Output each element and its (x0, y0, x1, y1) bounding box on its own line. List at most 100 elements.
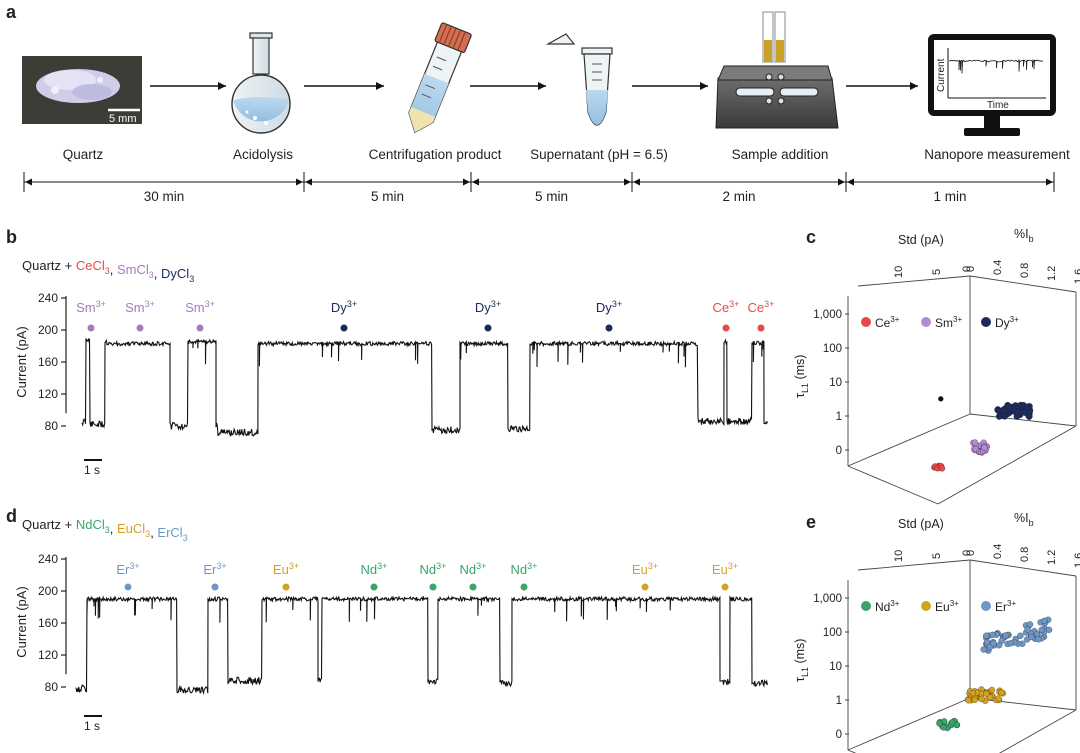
panel-b-label: b (6, 227, 17, 247)
ib-tick-2: 0.8 (1019, 547, 1031, 562)
step-label-0: Quartz (63, 147, 104, 162)
std-tick-1: 5 (931, 269, 943, 275)
ion-marker-2 (196, 324, 204, 332)
monitor-icon: Current Time (928, 34, 1056, 136)
legend-marker-1 (921, 601, 931, 611)
title-part-4: , (154, 266, 161, 281)
panel-b-trace-chart: Quartz + CeCl3, SmCl3, DyCl3240200160120… (14, 258, 774, 477)
legend-symbol-0: Nd (875, 600, 890, 614)
cluster-0-point (1007, 640, 1014, 647)
y-tick-label-2: 160 (38, 616, 58, 630)
monitor-ylabel: Current (936, 58, 947, 92)
tau-tick-0: 1,000 (813, 309, 842, 321)
ion-label-5-charge: 3+ (612, 299, 622, 309)
monitor-xlabel: Time (987, 100, 1009, 111)
cluster-0-point (1035, 636, 1042, 643)
ion-label-2-symbol: Sm (185, 300, 205, 315)
panel-e-label: e (806, 512, 816, 532)
ion-label-6: Nd3+ (511, 561, 538, 577)
box-edge-0 (857, 275, 971, 287)
timeline-left-head-0 (25, 178, 32, 186)
cluster-1-point (995, 695, 1002, 702)
title-part-0: Quartz + (22, 258, 76, 273)
legend-charge-2: 3+ (1010, 315, 1019, 324)
ion-label-2-charge: 3+ (205, 299, 215, 309)
tau-tick-2: 10 (829, 661, 842, 673)
tau-tick-4: 0 (836, 445, 842, 457)
trace-title: Quartz + CeCl3, SmCl3, DyCl3 (22, 258, 194, 284)
ion-label-1: Er3+ (203, 561, 226, 577)
cluster-1-point (981, 444, 988, 451)
cluster-1-point (998, 689, 1005, 696)
cluster-1-point (971, 439, 979, 446)
ion-label-4-symbol: Nd (420, 562, 437, 577)
timeline-right-head-2 (624, 178, 631, 186)
ion-label-3-symbol: Nd (361, 562, 378, 577)
cluster-0-point (994, 406, 1002, 414)
ion-label-6: Ce3+ (713, 299, 740, 315)
y-tick-label-1: 200 (38, 323, 58, 337)
ion-label-1-symbol: Sm (125, 300, 145, 315)
ion-label-7-symbol: Eu (632, 562, 648, 577)
cluster-2-point (949, 719, 956, 726)
legend-symbol-0: Ce (875, 316, 891, 330)
photo-scale-label: 5 mm (109, 113, 137, 125)
ib-tick-3: 1.2 (1046, 550, 1058, 565)
box-edge-6 (847, 465, 939, 505)
panel-c-label: c (806, 227, 816, 247)
arrow-head-0 (218, 82, 226, 90)
eppendorf-tube-icon (545, 33, 613, 126)
ion-label-5: Nd3+ (460, 561, 487, 577)
trace-title: Quartz + NdCl3, EuCl3, ErCl3 (22, 517, 188, 543)
timeline-left-head-3 (633, 178, 640, 186)
ion-label-8: Eu3+ (712, 561, 738, 577)
y-tick-label-0: 240 (38, 291, 58, 305)
current-trace (75, 595, 768, 696)
title-part-5: ErCl (157, 525, 182, 540)
nanopore-chip-icon (715, 11, 839, 129)
step-label-4: Sample addition (732, 147, 829, 162)
cluster-0-point (1015, 409, 1023, 416)
cluster-0-point (1021, 408, 1029, 416)
ion-label-6-symbol: Ce (713, 300, 730, 315)
y-tick-label-0: 240 (38, 552, 58, 566)
ion-label-4-charge: 3+ (436, 561, 446, 571)
title-sub-1: 3 (105, 266, 110, 276)
legend-symbol-2: Er (995, 600, 1007, 614)
std-axis-title: Std (pA) (898, 233, 944, 247)
y-tick-label-4: 80 (45, 680, 59, 694)
ion-label-1-charge: 3+ (145, 299, 155, 309)
monitor-trace (949, 58, 1044, 74)
ion-marker-1 (136, 324, 144, 332)
ion-label-4: Dy3+ (475, 299, 501, 315)
ion-label-2: Sm3+ (185, 299, 215, 315)
cluster-2-point (938, 465, 946, 472)
cluster-2-point (936, 720, 943, 727)
title-part-2: , (110, 262, 117, 277)
cluster-0-point (1038, 626, 1045, 634)
ion-label-4: Nd3+ (420, 561, 447, 577)
std-axis-title: Std (pA) (898, 517, 944, 531)
box-edge-7 (999, 709, 1077, 753)
legend-label-1: Sm3+ (935, 315, 962, 330)
cluster-0-point (983, 638, 991, 646)
tau-tick-4: 0 (836, 729, 842, 741)
legend-symbol-1: Sm (935, 316, 953, 330)
duration-label-4: 1 min (933, 189, 966, 204)
arrow-head-2 (538, 82, 546, 90)
ion-marker-7 (641, 583, 649, 591)
tau-tick-2: 10 (829, 377, 842, 389)
cluster-3-point (938, 396, 944, 402)
std-tick-0: 0 (961, 550, 973, 556)
ion-marker-0 (87, 324, 95, 332)
ion-label-0: Er3+ (116, 561, 139, 577)
step-label-1: Acidolysis (233, 147, 293, 162)
legend-marker-0 (861, 601, 871, 611)
ion-label-3-charge: 3+ (347, 299, 357, 309)
duration-label-2: 5 min (535, 189, 568, 204)
panel-a-label: a (6, 2, 17, 22)
legend-label-2: Er3+ (995, 599, 1016, 614)
